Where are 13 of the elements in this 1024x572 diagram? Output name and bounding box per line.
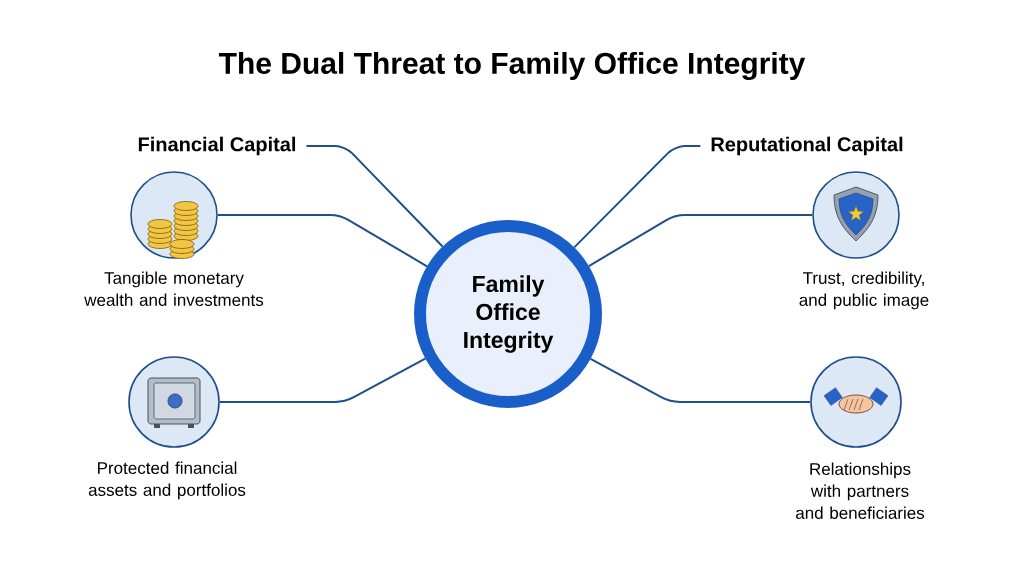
node-label: Protected financial assets and portfolios — [88, 461, 246, 500]
heading: Financial Capital — [138, 136, 296, 156]
node-label: Trust, credibility, and public image — [799, 271, 929, 310]
connector-line — [589, 357, 812, 403]
connector-line — [305, 145, 444, 248]
connector-line — [587, 214, 814, 268]
node-label: Relationships with partners and beneficiaries — [796, 462, 925, 519]
node-label: Tangible monetary wealth and investments — [84, 271, 264, 306]
title: The Dual Threat to Family Office Integrity — [218, 51, 806, 81]
connector-line — [573, 145, 702, 249]
connector-line — [218, 357, 427, 403]
heading: Reputational Capital — [711, 136, 903, 156]
connector-line — [216, 214, 429, 268]
